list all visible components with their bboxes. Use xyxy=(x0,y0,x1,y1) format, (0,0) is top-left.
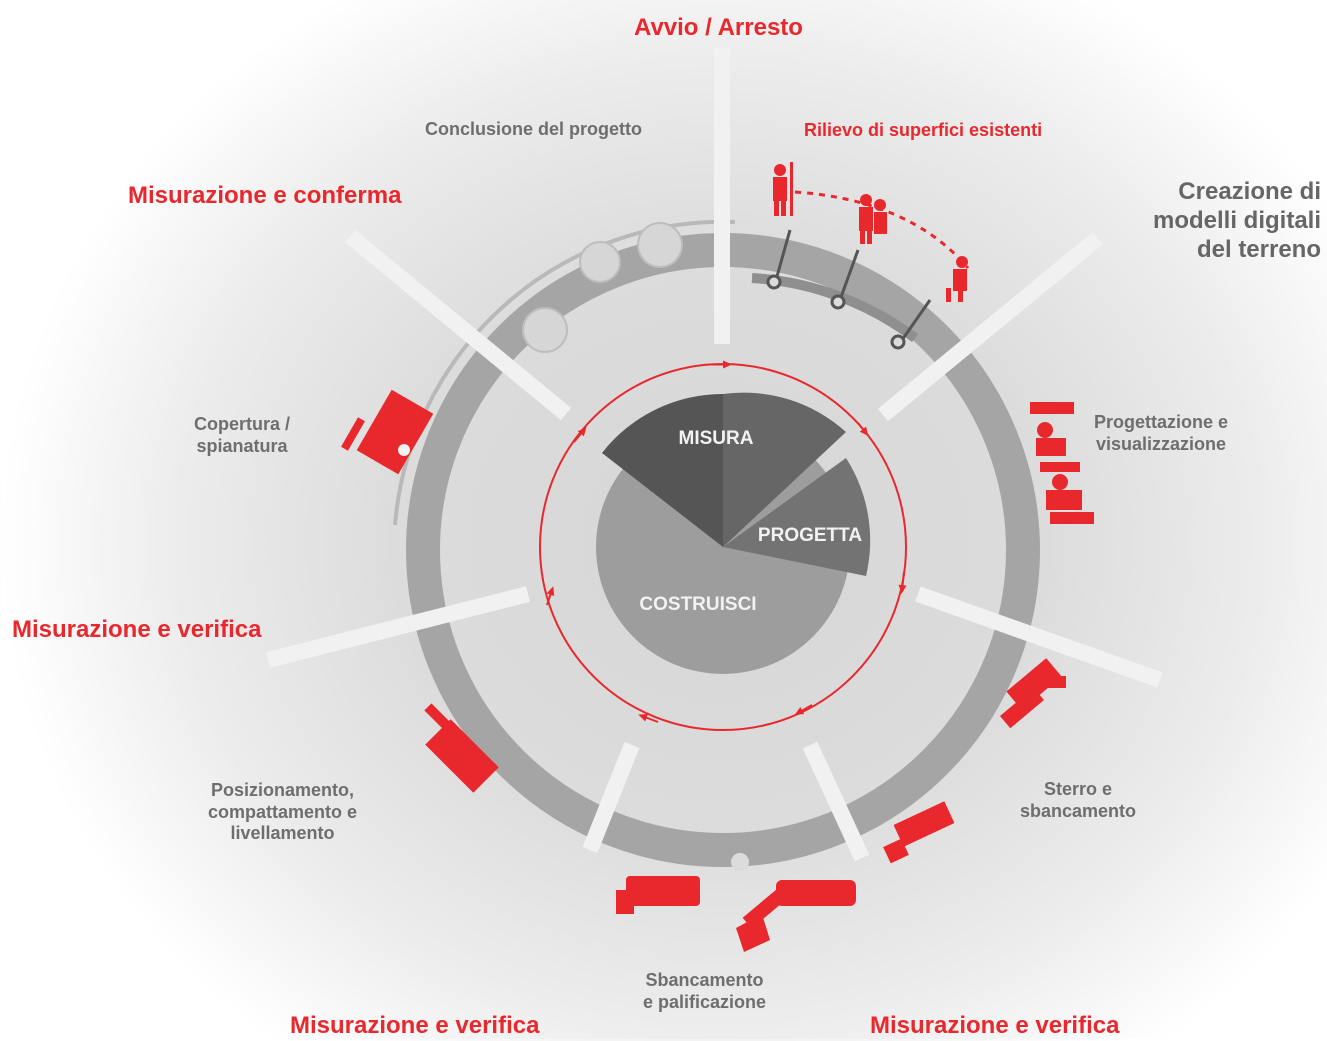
measure-confirm-label: Misurazione e conferma xyxy=(128,182,402,209)
excavation-piling-line: e palificazione xyxy=(643,991,767,1012)
paving-line: Copertura / xyxy=(194,414,291,434)
survey-label: Rilievo di superfici esistenti xyxy=(804,120,1043,140)
paving-line: spianatura xyxy=(196,435,288,456)
separators xyxy=(266,48,1163,862)
start-stop-label: Avvio / Arresto xyxy=(634,14,803,41)
center-pie: MISURA PROGETTA COSTRUISCI xyxy=(596,392,871,674)
measure-verify-bottom-left-label: Misurazione e verifica xyxy=(290,1012,540,1039)
design-line: Progettazione e xyxy=(1094,412,1229,432)
surveyor-icon xyxy=(773,162,968,302)
measure-verify-left-label: Misurazione e verifica xyxy=(12,616,262,643)
pie-measure xyxy=(602,393,723,547)
excavator-icon xyxy=(1000,658,1066,729)
cycle-arrows xyxy=(546,360,907,723)
measure-verify-bottom-right-label: Misurazione e verifica xyxy=(870,1012,1120,1039)
placement-label: Posizionamento, compattamento e livellam… xyxy=(208,780,357,845)
dozer-icon xyxy=(883,801,955,864)
terrain-shape xyxy=(522,222,683,353)
placement-line: livellamento xyxy=(230,823,335,844)
dtm-line: modelli digitali xyxy=(1152,206,1321,234)
dtm-label: Creazione di modelli digitali del terren… xyxy=(1153,178,1321,264)
placement-line: Posizionamento, xyxy=(211,780,355,800)
dtm-line: Creazione di xyxy=(1178,178,1321,205)
design-label: PROGETTA xyxy=(758,525,862,546)
roller-icon xyxy=(424,703,499,793)
placement-line: compattamento e xyxy=(208,801,358,822)
design-line: visualizzazione xyxy=(1095,433,1227,454)
build-label: COSTRUISCI xyxy=(639,594,756,615)
cut-fill-line: sbancamento xyxy=(1020,800,1137,821)
paver-icon xyxy=(341,389,434,475)
loader-icon xyxy=(616,876,700,914)
excavation-piling-label: Sbancamento e palificazione xyxy=(643,970,766,1013)
measure-label: MISURA xyxy=(679,428,754,449)
project-conclusion-label: Conclusione del progetto xyxy=(425,119,643,139)
design-step-label: Progettazione e visualizzazione xyxy=(1094,412,1228,455)
paving-label: Copertura / spianatura xyxy=(194,414,290,457)
bottom-notch xyxy=(731,853,749,871)
drill-rig-icon xyxy=(736,880,856,952)
cut-fill-line: Sterro e xyxy=(1044,779,1113,799)
pie-design xyxy=(723,458,871,576)
pie-measure-right xyxy=(723,392,846,547)
survey-trajectory xyxy=(794,190,970,269)
designer-icon xyxy=(1030,402,1094,524)
excavation-piling-line: Sbancamento xyxy=(645,970,764,990)
dtm-line: del terreno xyxy=(1196,235,1321,263)
cut-fill-label: Sterro e sbancamento xyxy=(1020,779,1136,822)
survey-stakes xyxy=(766,229,932,350)
